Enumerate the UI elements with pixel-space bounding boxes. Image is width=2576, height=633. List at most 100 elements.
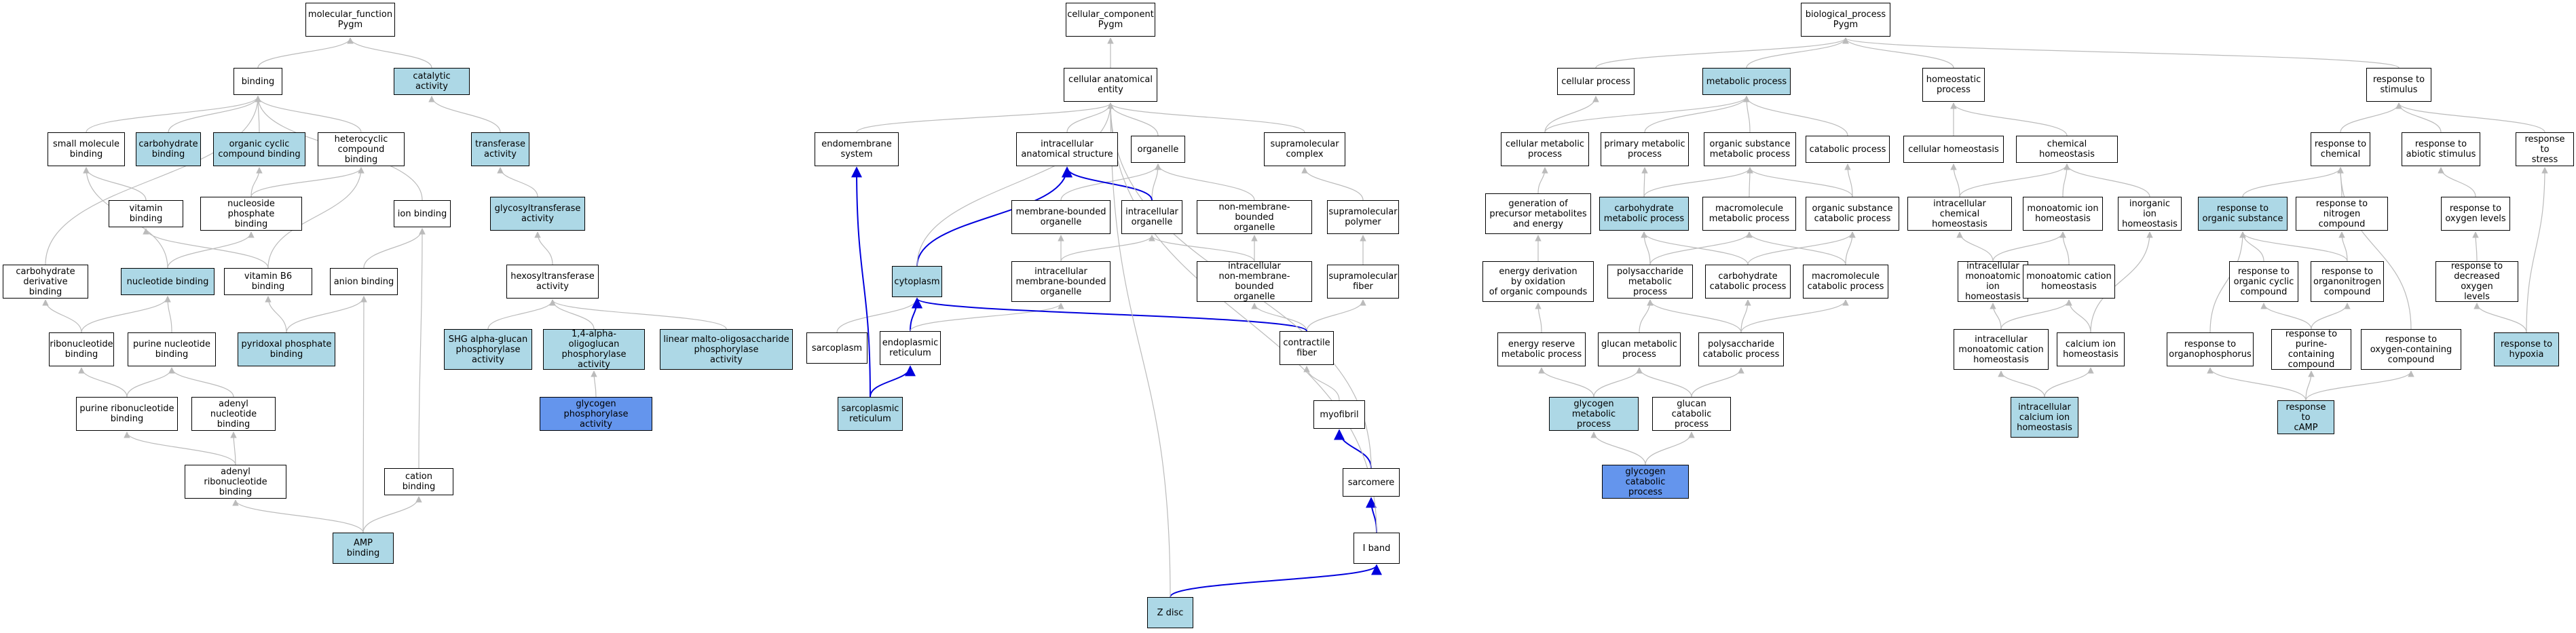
node-polysaccharide-catabolic-process[interactable]: polysaccharide catabolic process (1698, 332, 1784, 366)
node-primary-metabolic-process[interactable]: primary metabolic process (1601, 132, 1689, 166)
node-response-to-hypoxia[interactable]: response to hypoxia (2494, 332, 2559, 366)
node-cellular-homeostasis[interactable]: cellular homeostasis (1903, 136, 2004, 163)
node-response-to-nitrogen-compound[interactable]: response to nitrogen compound (2296, 197, 2388, 231)
node-response-to-camp[interactable]: response to cAMP (2277, 400, 2334, 434)
node-macromolecule-catabolic-process[interactable]: macromolecule catabolic process (1803, 265, 1888, 299)
node-carbohydrate-metabolic-process[interactable]: carbohydrate metabolic process (1599, 197, 1689, 231)
node-non-membrane-bounded-organelle[interactable]: non-membrane-bounded organelle (1197, 200, 1312, 234)
node-monoatomic-ion-homeostasis[interactable]: monoatomic ion homeostasis (2023, 197, 2103, 231)
node-sarcoplasm[interactable]: sarcoplasm (806, 332, 867, 364)
node-linear-malto-oligosaccharide-phosphorylase-activity[interactable]: linear malto-oligosaccharide phosphoryla… (660, 329, 793, 370)
node-response-to-abiotic-stimulus[interactable]: response to abiotic stimulus (2402, 132, 2480, 166)
node-contractile-fiber[interactable]: contractile fiber (1280, 331, 1334, 365)
node-cytoplasm[interactable]: cytoplasm (892, 266, 942, 297)
node-pyridoxal-phosphate-binding[interactable]: pyridoxal phosphate binding (238, 332, 335, 366)
node-binding[interactable]: binding (234, 68, 282, 95)
node-response-to-oxygen-containing-compound[interactable]: response to oxygen-containing compound (2361, 329, 2461, 370)
node-monoatomic-cation-homeostasis[interactable]: monoatomic cation homeostasis (2023, 265, 2115, 299)
node-endoplasmic-reticulum[interactable]: endoplasmic reticulum (880, 331, 941, 365)
node-catabolic-process[interactable]: catabolic process (1806, 136, 1890, 163)
node-glycogen-metabolic-process[interactable]: glycogen metabolic process (1549, 397, 1639, 431)
node-myofibril[interactable]: myofibril (1313, 400, 1365, 429)
node-cation-binding[interactable]: cation binding (384, 468, 453, 495)
node-response-to-chemical[interactable]: response to chemical (2311, 132, 2370, 166)
node-oligoglucan-phosphorylase-activity[interactable]: 1,4-alpha-oligoglucan phosphorylase acti… (543, 329, 645, 370)
node-organic-cyclic-compound-binding[interactable]: organic cyclic compound binding (213, 132, 305, 166)
node-sarcoplasmic-reticulum[interactable]: sarcoplasmic reticulum (838, 397, 903, 431)
node-polysaccharide-metabolic-process[interactable]: polysaccharide metabolic process (1607, 265, 1693, 299)
node-cellular-anatomical-entity[interactable]: cellular anatomical entity (1064, 68, 1157, 102)
node-z-disc[interactable]: Z disc (1147, 597, 1193, 628)
node-calcium-ion-homeostasis[interactable]: calcium ion homeostasis (2057, 332, 2125, 366)
node-adenyl-ribonucleotide-binding[interactable]: adenyl ribonucleotide binding (185, 465, 286, 499)
node-adenyl-nucleotide-binding[interactable]: adenyl nucleotide binding (191, 397, 276, 431)
node-amp-binding[interactable]: AMP binding (333, 533, 394, 564)
node-intracellular-monoatomic-ion-homeostasis[interactable]: intracellular monoatomic ion homeostasis (1958, 261, 2028, 302)
node-nucleoside-phosphate-binding[interactable]: nucleoside phosphate binding (200, 197, 302, 231)
node-response-to-organonitrogen-compound[interactable]: response to organonitrogen compound (2311, 261, 2384, 302)
node-organic-substance-catabolic-process[interactable]: organic substance catabolic process (1806, 197, 1899, 231)
node-ion-binding[interactable]: ion binding (394, 200, 451, 227)
node-homeostatic-process[interactable]: homeostatic process (1922, 68, 1985, 102)
node-glucan-metabolic-process[interactable]: glucan metabolic process (1598, 332, 1681, 366)
node-chemical-homeostasis[interactable]: chemical homeostasis (2016, 136, 2118, 163)
node-response-to-organic-substance[interactable]: response to organic substance (2198, 197, 2288, 231)
node-intracellular-calcium-ion-homeostasis[interactable]: intracellular calcium ion homeostasis (2011, 397, 2078, 438)
node-anion-binding[interactable]: anion binding (330, 268, 398, 295)
node-catalytic-activity[interactable]: catalytic activity (394, 68, 470, 95)
node-glucan-catabolic-process[interactable]: glucan catabolic process (1652, 397, 1731, 431)
node-generation-of-precursor-metabolites[interactable]: generation of precursor metabolites and … (1485, 193, 1591, 234)
node-purine-nucleotide-binding[interactable]: purine nucleotide binding (128, 332, 216, 366)
node-shg-alpha-glucan-phosphorylase-activity[interactable]: SHG alpha-glucan phosphorylase activity (444, 329, 532, 370)
node-glycogen-catabolic-process[interactable]: glycogen catabolic process (1602, 465, 1689, 499)
node-response-to-organic-cyclic-compound[interactable]: response to organic cyclic compound (2229, 261, 2298, 302)
node-supramolecular-complex[interactable]: supramolecular complex (1264, 132, 1345, 166)
node-intracellular-chemical-homeostasis[interactable]: intracellular chemical homeostasis (1907, 197, 2012, 231)
node-heterocyclic-compound-binding[interactable]: heterocyclic compound binding (318, 132, 405, 166)
node-vitamin-b6-binding[interactable]: vitamin B6 binding (224, 268, 312, 295)
node-carbohydrate-binding[interactable]: carbohydrate binding (136, 132, 201, 166)
node-intracellular-organelle[interactable]: intracellular organelle (1121, 200, 1182, 234)
edge-contractile-fiber-to-cytoplasm (912, 297, 1307, 332)
node-nucleotide-binding[interactable]: nucleotide binding (121, 268, 214, 295)
node-cellular-component-root[interactable]: cellular_component Pygm (1066, 3, 1155, 37)
node-sarcomere[interactable]: sarcomere (1343, 468, 1400, 497)
node-cellular-process[interactable]: cellular process (1557, 68, 1635, 95)
node-biological-process-root[interactable]: biological_process Pygm (1801, 3, 1890, 37)
node-organic-substance-metabolic-process[interactable]: organic substance metabolic process (1704, 132, 1796, 166)
node-membrane-bounded-organelle[interactable]: membrane-bounded organelle (1011, 200, 1110, 234)
node-energy-derivation-by-oxidation[interactable]: energy derivation by oxidation of organi… (1482, 261, 1594, 302)
node-small-molecule-binding[interactable]: small molecule binding (48, 132, 125, 166)
node-molecular-function-root[interactable]: molecular_function Pygm (305, 3, 395, 37)
node-response-to-stimulus[interactable]: response to stimulus (2366, 68, 2431, 102)
node-purine-ribonucleotide-binding[interactable]: purine ribonucleotide binding (76, 397, 178, 431)
node-vitamin-binding[interactable]: vitamin binding (109, 200, 183, 227)
node-glycogen-phosphorylase-activity[interactable]: glycogen phosphorylase activity (540, 397, 652, 431)
node-intracellular-membrane-bounded-organelle[interactable]: intracellular membrane-bounded organelle (1011, 261, 1110, 302)
node-cellular-metabolic-process[interactable]: cellular metabolic process (1501, 132, 1589, 166)
node-transferase-activity[interactable]: transferase activity (471, 132, 529, 166)
node-response-to-stress[interactable]: response to stress (2516, 132, 2574, 166)
node-intracellular-anatomical-structure[interactable]: intracellular anatomical structure (1016, 132, 1118, 166)
node-intracellular-monoatomic-cation-homeostasis[interactable]: intracellular monoatomic cation homeosta… (1954, 329, 2049, 370)
node-response-to-purine-containing-compound[interactable]: response to purine-containing compound (2271, 329, 2351, 370)
node-supramolecular-fiber[interactable]: supramolecular fiber (1327, 265, 1399, 299)
node-response-to-decreased-oxygen-levels[interactable]: response to decreased oxygen levels (2435, 261, 2518, 302)
node-ribonucleotide-binding[interactable]: ribonucleotide binding (49, 332, 114, 366)
node-hexosyltransferase-activity[interactable]: hexosyltransferase activity (506, 265, 599, 299)
node-glycosyltransferase-activity[interactable]: glycosyltransferase activity (490, 197, 585, 231)
node-endomembrane-system[interactable]: endomembrane system (815, 132, 899, 166)
node-carbohydrate-catabolic-process[interactable]: carbohydrate catabolic process (1705, 265, 1791, 299)
node-i-band[interactable]: I band (1354, 533, 1400, 564)
node-response-to-oxygen-levels[interactable]: response to oxygen levels (2441, 197, 2510, 231)
node-metabolic-process[interactable]: metabolic process (1702, 68, 1791, 95)
node-organelle[interactable]: organelle (1131, 136, 1185, 163)
node-inorganic-ion-homeostasis[interactable]: inorganic ion homeostasis (2118, 197, 2182, 231)
node-macromolecule-metabolic-process[interactable]: macromolecule metabolic process (1702, 197, 1796, 231)
node-carbohydrate-derivative-binding[interactable]: carbohydrate derivative binding (3, 265, 88, 299)
node-supramolecular-polymer[interactable]: supramolecular polymer (1327, 200, 1399, 234)
node-energy-reserve-metabolic-process[interactable]: energy reserve metabolic process (1497, 332, 1586, 366)
node-response-to-organophosphorus[interactable]: response to organophosphorus (2167, 332, 2254, 366)
node-intracellular-non-membrane-bounded-organelle[interactable]: intracellular non-membrane-bounded organ… (1197, 261, 1312, 302)
edge-polysaccharide-metabolic-process-to-macromolecule-metabolic-process (1649, 231, 1753, 265)
